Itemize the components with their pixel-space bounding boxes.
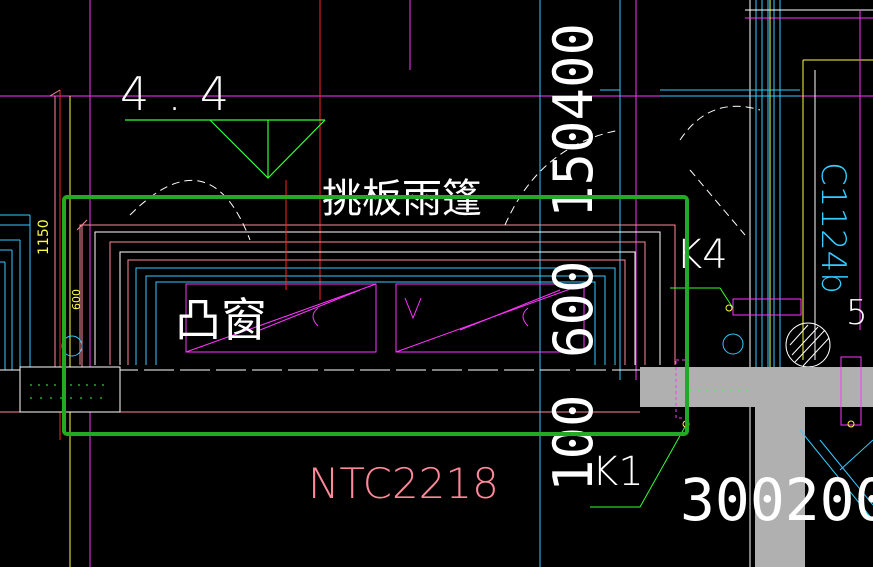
dimension-stack-top: 150400 (542, 23, 605, 218)
window-label-right: C1124b (813, 162, 853, 294)
callout-k1: K1 (592, 449, 644, 495)
dimension-stack-mid: 600 (542, 260, 605, 358)
selection-rectangle[interactable] (62, 195, 689, 436)
dimension-bottom-right: 300200 (680, 466, 873, 534)
left-dimension (49, 89, 88, 370)
dimension-vertical-inner: 600 (70, 289, 83, 310)
dimension-vertical-top: 1150 (36, 219, 52, 255)
door-swing-arcs (129, 105, 761, 241)
dimension-stack-bottom: 100 (542, 394, 605, 492)
door-label: NTC2218 (308, 459, 499, 508)
elevation-marker: 4.4 (120, 67, 326, 179)
wall-sections (19, 366, 873, 567)
diagonal-hatch (799, 429, 873, 521)
bay-window-label: 凸窗 (175, 293, 267, 347)
hatched-circle (789, 324, 830, 367)
elevation-label: 4.4 (120, 67, 247, 121)
canopy-outline (79, 224, 676, 365)
bay-window-sashes (185, 283, 585, 353)
cut-mark-right: 5 (846, 293, 868, 333)
callout-k4: K4 (676, 232, 728, 278)
